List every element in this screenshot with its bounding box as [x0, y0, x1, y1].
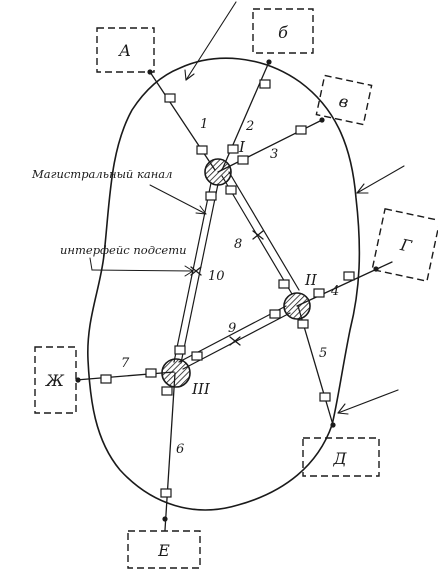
interface-port — [269, 309, 281, 319]
attach-dot — [266, 59, 272, 65]
interface-port — [164, 93, 176, 103]
annotation-arrow — [149, 184, 207, 215]
interface-ports — [100, 79, 355, 498]
cross-mark — [229, 336, 241, 346]
node-label-II: II — [304, 271, 318, 289]
external-link-arrow — [356, 165, 405, 194]
interface-port — [259, 79, 271, 89]
link-label-7: 7 — [121, 356, 130, 371]
attach-dot — [319, 117, 325, 123]
svg-text:Д: Д — [332, 449, 347, 468]
svg-text:б: б — [278, 23, 288, 42]
subnet-interface-annotation: интерфейс подсети — [60, 243, 187, 257]
interface-port — [174, 345, 186, 355]
svg-text:Ж: Ж — [45, 371, 65, 390]
svg-text:А: А — [118, 41, 131, 60]
interface-port — [343, 271, 355, 281]
node-label-I: I — [238, 138, 246, 156]
cross-mark — [252, 230, 264, 240]
interface-port — [319, 392, 331, 402]
external-link-arrow — [184, 1, 237, 81]
host-box-Zh: Ж — [34, 346, 77, 414]
node-I — [204, 158, 232, 186]
annotation-arrow — [89, 257, 194, 277]
svg-text:в: в — [337, 91, 350, 112]
link-label-9: 9 — [228, 321, 236, 336]
host-box-V: в — [315, 74, 373, 126]
link-label-4: 4 — [330, 284, 339, 299]
interface-port — [196, 145, 208, 155]
external-link-arrow — [337, 389, 399, 415]
svg-text:Е: Е — [157, 541, 170, 560]
access-line-6 — [164, 372, 176, 531]
network-boundary — [87, 57, 361, 511]
interface-port — [278, 279, 290, 289]
node-label-III: III — [191, 380, 211, 398]
interface-port — [205, 191, 217, 201]
access-line-7 — [75, 371, 175, 381]
host-box-A: А — [96, 27, 155, 73]
interface-port — [295, 125, 307, 135]
svg-text:Г: Г — [398, 235, 415, 256]
host-box-E: Е — [127, 530, 201, 569]
link-label-5: 5 — [319, 346, 327, 361]
link-label-6: 6 — [176, 442, 184, 457]
interface-port — [100, 374, 112, 384]
interface-port — [145, 368, 157, 378]
link-label-3: 3 — [270, 147, 278, 162]
interface-port — [160, 488, 172, 498]
link-label-10: 10 — [208, 269, 225, 284]
interface-port — [161, 386, 173, 396]
host-box-G: Г — [371, 208, 438, 282]
link-label-8: 8 — [234, 237, 242, 252]
backbone-annotation: Магистральный канал — [31, 167, 172, 181]
node-III — [161, 358, 191, 388]
interface-port — [237, 155, 249, 165]
interface-port — [297, 319, 309, 329]
node-II — [283, 292, 311, 320]
host-box-D: Д — [302, 437, 380, 477]
interface-port — [191, 351, 203, 361]
interface-port — [225, 185, 237, 195]
host-box-B: б — [252, 8, 314, 54]
attach-dot — [162, 516, 168, 522]
interface-port — [227, 144, 239, 154]
link-label-2: 2 — [245, 119, 254, 134]
link-label-1: 1 — [200, 117, 208, 132]
access-line-2 — [221, 61, 270, 171]
cross-mark — [190, 266, 202, 276]
interface-port — [313, 288, 325, 298]
attach-dot — [330, 422, 336, 428]
